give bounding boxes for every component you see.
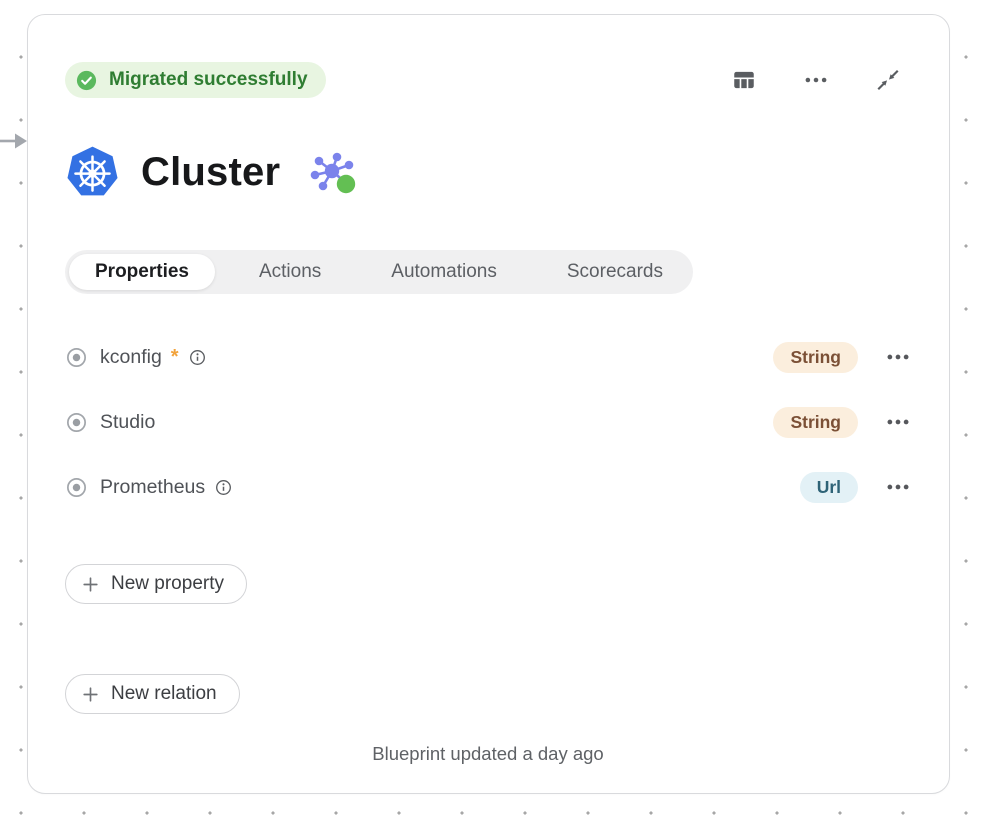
property-type-badge[interactable]: String — [773, 341, 858, 373]
plus-icon — [80, 574, 101, 595]
status-badge: Migrated successfully — [65, 62, 326, 98]
tab-automations[interactable]: Automations — [365, 254, 523, 290]
cluster-graph-icon — [310, 152, 360, 198]
property-radio-icon — [65, 476, 88, 499]
new-property-button[interactable]: New property — [65, 564, 247, 604]
property-row-kconfig: kconfig * String — [65, 340, 911, 374]
blueprint-updated-note: Blueprint updated a day ago — [372, 743, 604, 764]
property-row-studio: Studio String — [65, 405, 911, 439]
kubernetes-logo — [65, 145, 120, 200]
required-marker: * — [170, 346, 179, 368]
plus-icon — [80, 684, 101, 705]
row-more-options-icon[interactable] — [885, 474, 911, 500]
collapse-icon[interactable] — [875, 67, 901, 93]
table-columns-icon[interactable] — [731, 67, 757, 93]
status-badge-label: Migrated successfully — [109, 69, 308, 90]
tab-actions[interactable]: Actions — [233, 254, 347, 290]
tab-properties[interactable]: Properties — [69, 254, 215, 290]
property-type-badge[interactable]: Url — [799, 471, 858, 503]
property-type-badge[interactable]: String — [773, 406, 858, 438]
blueprint-card: Migrated successfully — [27, 14, 950, 794]
row-more-options-icon[interactable] — [885, 409, 911, 435]
new-relation-label: New relation — [111, 683, 217, 704]
info-icon[interactable] — [188, 348, 207, 367]
card-toolbar — [731, 67, 901, 93]
new-property-label: New property — [111, 573, 224, 594]
title-row: Cluster — [65, 144, 911, 200]
tab-bar: Properties Actions Automations Scorecard… — [65, 250, 693, 294]
property-name: Prometheus — [100, 475, 206, 498]
tab-scorecards[interactable]: Scorecards — [541, 254, 689, 290]
info-icon[interactable] — [214, 478, 233, 497]
new-relation-button[interactable]: New relation — [65, 674, 240, 714]
property-row-prometheus: Prometheus Url — [65, 470, 911, 504]
check-circle-icon — [75, 69, 98, 92]
property-name: Studio — [100, 410, 156, 433]
relation-edge-arrow-icon — [0, 133, 27, 149]
card-top-row: Migrated successfully — [65, 62, 911, 98]
property-list: kconfig * String — [65, 340, 911, 504]
property-radio-icon — [65, 411, 88, 434]
property-radio-icon — [65, 346, 88, 369]
page-title: Cluster — [141, 149, 281, 194]
row-more-options-icon[interactable] — [885, 344, 911, 370]
property-name: kconfig — [100, 345, 162, 368]
more-options-icon[interactable] — [803, 67, 829, 93]
